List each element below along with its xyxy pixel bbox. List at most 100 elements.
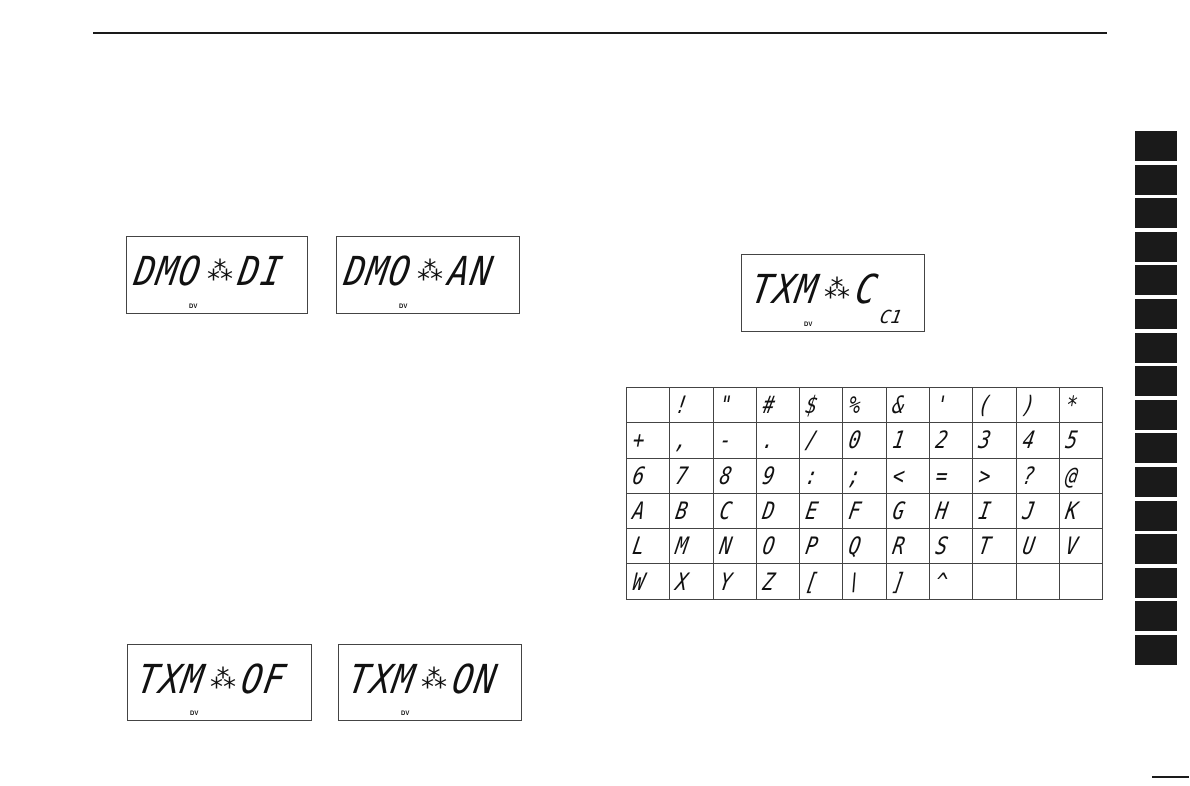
section-tab[interactable] bbox=[1135, 299, 1177, 329]
section-tab[interactable] bbox=[1135, 400, 1177, 430]
section-tab[interactable] bbox=[1135, 333, 1177, 363]
dv-indicator: DV bbox=[804, 322, 812, 328]
char-glyph: I bbox=[977, 497, 993, 525]
char-glyph: & bbox=[890, 391, 906, 419]
section-tab[interactable] bbox=[1135, 568, 1177, 598]
char-cell: Z bbox=[756, 564, 799, 599]
char-cell: N bbox=[713, 529, 756, 564]
char-cell: G bbox=[886, 493, 929, 528]
lcd-mode-text: DMO bbox=[131, 249, 206, 295]
section-tab[interactable] bbox=[1135, 165, 1177, 195]
lcd-separator-glyph: ⁂ bbox=[207, 257, 233, 287]
lcd-separator-glyph: ⁂ bbox=[824, 275, 850, 305]
dv-indicator: DV bbox=[189, 304, 197, 310]
char-glyph: 0 bbox=[847, 426, 863, 454]
section-tab[interactable] bbox=[1135, 131, 1177, 161]
char-glyph: \ bbox=[847, 568, 863, 596]
char-glyph: W bbox=[631, 568, 647, 596]
section-tab[interactable] bbox=[1135, 501, 1177, 531]
char-glyph: 2 bbox=[934, 426, 950, 454]
char-cell: L bbox=[627, 529, 670, 564]
page-number-rule bbox=[1152, 776, 1189, 778]
section-tab[interactable] bbox=[1135, 232, 1177, 262]
lcd-mode-text: TXM bbox=[134, 657, 209, 703]
char-glyph: F bbox=[847, 497, 863, 525]
char-cell: I bbox=[973, 493, 1016, 528]
char-glyph: - bbox=[717, 426, 733, 454]
char-cell: 4 bbox=[1016, 423, 1059, 458]
char-glyph: ^ bbox=[934, 568, 950, 596]
char-cell: , bbox=[670, 423, 713, 458]
char-glyph: N bbox=[717, 532, 733, 560]
char-cell: A bbox=[627, 493, 670, 528]
char-cell: S bbox=[930, 529, 973, 564]
lcd-display-txm-of: TXM ⁂ OF DV bbox=[127, 644, 312, 721]
char-cell: < bbox=[886, 458, 929, 493]
char-cell: 2 bbox=[930, 423, 973, 458]
char-glyph: G bbox=[890, 497, 906, 525]
char-glyph: V bbox=[1064, 532, 1080, 560]
char-glyph: ? bbox=[1020, 462, 1036, 490]
section-tab[interactable] bbox=[1135, 366, 1177, 396]
char-cell: U bbox=[1016, 529, 1059, 564]
char-cell: K bbox=[1059, 493, 1102, 528]
char-glyph: 6 bbox=[631, 462, 647, 490]
lcd-mode-text: TXM bbox=[345, 657, 420, 703]
char-cell: " bbox=[713, 388, 756, 423]
lcd-display-txm-on: TXM ⁂ ON DV bbox=[338, 644, 522, 721]
char-cell: & bbox=[886, 388, 929, 423]
char-cell bbox=[973, 564, 1016, 599]
char-cell: * bbox=[1059, 388, 1102, 423]
char-glyph: " bbox=[717, 391, 733, 419]
lcd-separator-glyph: ⁂ bbox=[421, 665, 447, 695]
char-glyph: C bbox=[717, 497, 733, 525]
char-glyph: > bbox=[977, 462, 993, 490]
dv-indicator: DV bbox=[190, 711, 198, 717]
char-cell: H bbox=[930, 493, 973, 528]
char-cell: 9 bbox=[756, 458, 799, 493]
section-tab[interactable] bbox=[1135, 265, 1177, 295]
char-cell: ; bbox=[843, 458, 886, 493]
char-glyph: Z bbox=[760, 568, 776, 596]
char-glyph: S bbox=[934, 532, 950, 560]
char-cell: M bbox=[670, 529, 713, 564]
char-cell: X bbox=[670, 564, 713, 599]
dv-indicator: DV bbox=[401, 711, 409, 717]
char-cell: R bbox=[886, 529, 929, 564]
char-cell: ( bbox=[973, 388, 1016, 423]
section-tab[interactable] bbox=[1135, 433, 1177, 463]
char-glyph: L bbox=[631, 532, 647, 560]
char-glyph: # bbox=[760, 391, 776, 419]
char-glyph: 4 bbox=[1020, 426, 1036, 454]
section-tab[interactable] bbox=[1135, 198, 1177, 228]
char-cell: [ bbox=[800, 564, 843, 599]
char-glyph: ) bbox=[1020, 391, 1036, 419]
lcd-value-text: OF bbox=[238, 657, 290, 703]
char-cell: $ bbox=[800, 388, 843, 423]
char-glyph: 5 bbox=[1064, 426, 1080, 454]
section-tab[interactable] bbox=[1135, 467, 1177, 497]
char-cell bbox=[627, 388, 670, 423]
char-cell: % bbox=[843, 388, 886, 423]
char-cell: ' bbox=[930, 388, 973, 423]
char-cell: Y bbox=[713, 564, 756, 599]
lcd-separator-glyph: ⁂ bbox=[210, 665, 236, 695]
char-cell: 1 bbox=[886, 423, 929, 458]
section-tab[interactable] bbox=[1135, 534, 1177, 564]
char-cell: B bbox=[670, 493, 713, 528]
char-cell: C bbox=[713, 493, 756, 528]
char-glyph: X bbox=[674, 568, 690, 596]
char-cell: . bbox=[756, 423, 799, 458]
char-glyph: 9 bbox=[760, 462, 776, 490]
section-tab[interactable] bbox=[1135, 601, 1177, 631]
section-tab[interactable] bbox=[1135, 635, 1177, 665]
lcd-sub-text: C1 bbox=[878, 307, 903, 328]
char-cell: / bbox=[800, 423, 843, 458]
char-glyph: : bbox=[804, 462, 820, 490]
lcd-display-dmo-di: DMO ⁂ DI DV bbox=[126, 236, 308, 314]
section-index-tabs bbox=[1135, 131, 1177, 669]
char-cell: P bbox=[800, 529, 843, 564]
